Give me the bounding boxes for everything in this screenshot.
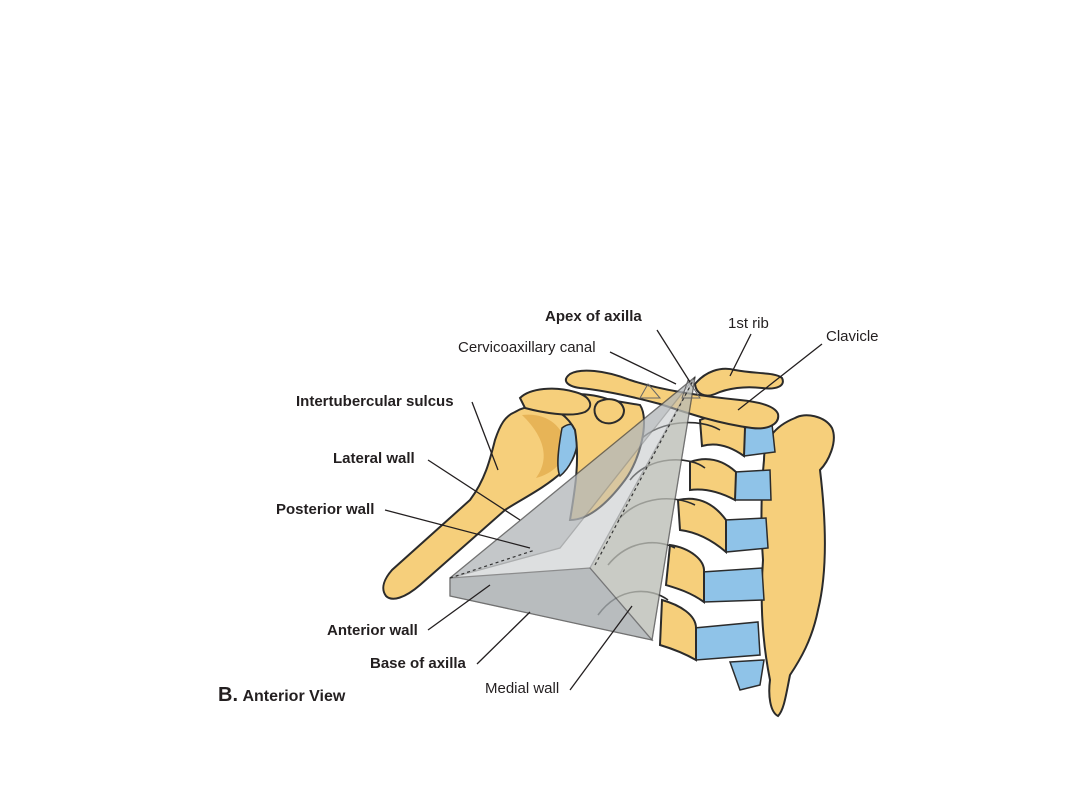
label-lateral-wall: Lateral wall — [333, 450, 415, 467]
axilla-pyramid — [449, 375, 701, 642]
caption-letter: B. — [218, 684, 238, 706]
label-anterior-wall: Anterior wall — [327, 622, 418, 639]
label-first-rib: 1st rib — [728, 315, 769, 332]
humerus-head-shadow — [522, 414, 566, 478]
label-intertubercular-sulcus: Intertubercular sulcus — [296, 393, 454, 410]
label-apex-of-axilla: Apex of axilla — [545, 308, 642, 325]
label-posterior-wall: Posterior wall — [276, 501, 375, 518]
label-medial-wall: Medial wall — [485, 680, 560, 697]
caption-text: Anterior View — [242, 688, 346, 705]
leader-lines — [384, 329, 823, 691]
label-base-of-axilla: Base of axilla — [370, 655, 466, 672]
label-cervicoaxillary-canal: Cervicoaxillary canal — [458, 339, 596, 356]
label-clavicle: Clavicle — [826, 328, 879, 345]
ribs — [658, 414, 747, 662]
coracoid — [593, 398, 626, 425]
sternum — [760, 414, 835, 718]
acromion — [518, 387, 592, 416]
figure-caption: B. Anterior View — [218, 684, 345, 707]
costal-cartilages — [693, 423, 776, 691]
first-rib — [693, 367, 784, 397]
